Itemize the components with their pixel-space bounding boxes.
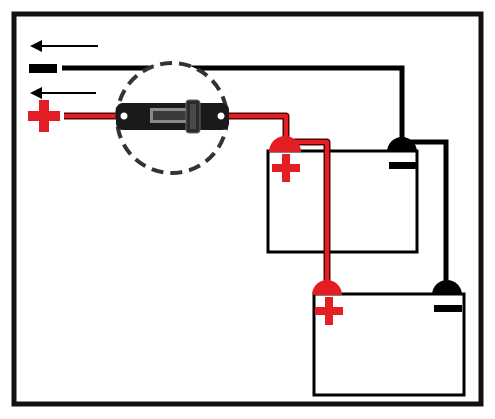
battery-1-negative-terminal [387, 137, 417, 152]
plus-icon [28, 100, 60, 132]
battery-2-minus-icon [434, 305, 462, 312]
battery-1-positive-terminal [269, 136, 301, 152]
arrow-left-icon [30, 40, 98, 52]
arrow-left-icon [30, 87, 96, 99]
inline-blade-fuse-icon [116, 99, 229, 134]
minus-icon [29, 64, 57, 73]
positive-wire [64, 112, 331, 292]
battery-1-plus-icon [272, 154, 300, 182]
battery-2-plus-icon [315, 297, 343, 325]
battery-1-minus-icon [389, 162, 417, 169]
battery-2-negative-terminal [432, 280, 462, 295]
battery-2-positive-terminal [312, 280, 342, 295]
